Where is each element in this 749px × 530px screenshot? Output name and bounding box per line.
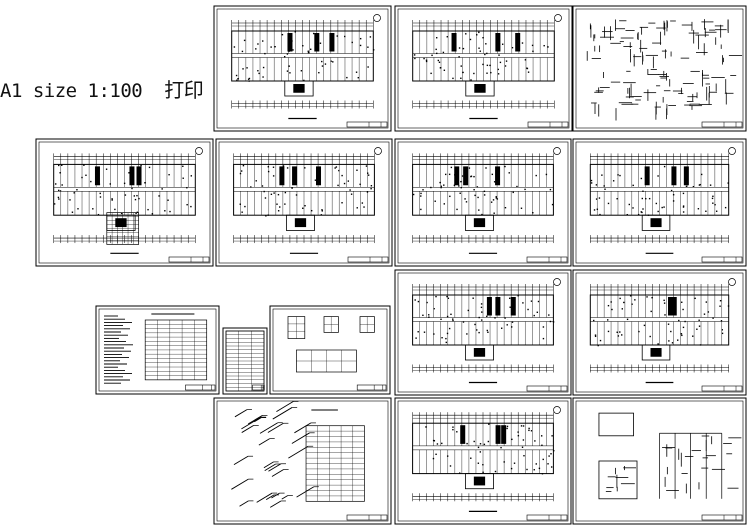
sheet-number-icon — [553, 406, 561, 414]
drawing-sheet-3-2[interactable] — [222, 327, 268, 395]
drawing-sheet-3-1[interactable] — [95, 305, 220, 395]
print-label-chinese: 打印 — [164, 78, 204, 102]
drawing-sheet-2-1[interactable] — [35, 138, 214, 267]
sheet-number-icon — [728, 147, 736, 155]
drawing-sheet-1-2[interactable] — [394, 5, 573, 132]
print-size-text: A1 size 1:100 — [0, 80, 143, 102]
sheet-number-icon — [373, 14, 381, 22]
print-size-label: A1 size 1:100 打印 — [0, 74, 204, 103]
drawing-sheet-1-3[interactable] — [572, 5, 747, 132]
sheet-number-icon — [554, 14, 562, 22]
sheet-number-icon — [553, 147, 561, 155]
drawing-sheet-1-1[interactable] — [213, 5, 392, 132]
drawing-sheet-2-4[interactable] — [572, 138, 747, 267]
drawing-sheet-2-2[interactable] — [215, 138, 393, 267]
drawing-sheet-3-3[interactable] — [269, 305, 391, 395]
drawing-sheet-2-3[interactable] — [394, 138, 572, 267]
drawing-sheet-3-4[interactable] — [394, 269, 572, 396]
drawing-sheet-4-2[interactable] — [394, 397, 572, 525]
sheet-number-icon — [553, 278, 561, 286]
drawing-sheet-3-5[interactable] — [572, 269, 747, 396]
sheet-number-icon — [374, 147, 382, 155]
sheet-number-icon — [728, 278, 736, 286]
drawing-sheet-4-1[interactable] — [213, 397, 392, 525]
drawing-sheet-4-3[interactable] — [572, 397, 747, 525]
sheet-number-icon — [195, 147, 203, 155]
